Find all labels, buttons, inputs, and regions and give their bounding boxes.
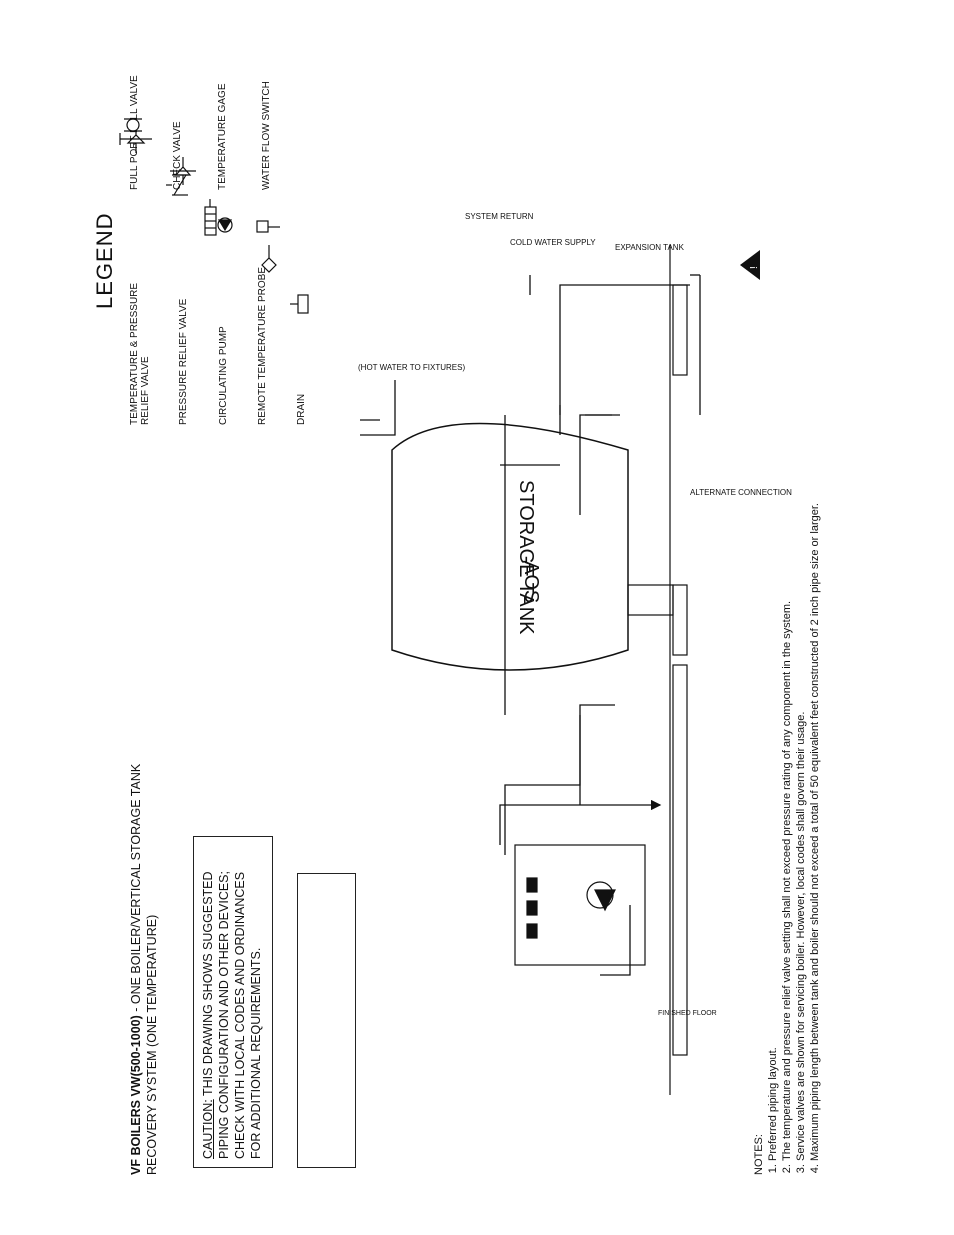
storage-tank: AOS STORAGE TANK <box>391 422 629 671</box>
tank-pad <box>672 584 688 656</box>
finished-floor-label: FINISHED FLOOR <box>658 1010 717 1017</box>
tank-label-storage: STORAGE TANK <box>515 480 537 635</box>
alternate-connection-label: ALTERNATE CONNECTION <box>690 488 792 497</box>
cold-water-label: COLD WATER SUPPLY <box>510 238 596 247</box>
drain-icon <box>290 294 309 314</box>
expansion-pad <box>672 284 688 376</box>
ball-valve-icon <box>124 118 142 132</box>
temp-gage-icon <box>204 199 217 236</box>
expansion-tank-label: EXPANSION TANK <box>615 243 685 252</box>
warning-icon: ! <box>740 250 760 280</box>
system-return-label: SYSTEM RETURN <box>465 212 534 221</box>
check-valve-icon <box>166 174 188 196</box>
tank-stand <box>627 584 674 616</box>
boiler <box>514 844 646 966</box>
boiler-pad <box>672 664 688 1056</box>
svg-text:!: ! <box>749 266 760 269</box>
flow-switch-icon <box>256 220 280 233</box>
remote-temp-probe-icon <box>261 245 277 273</box>
hot-water-label: (HOT WATER TO FIXTURES) <box>358 363 465 372</box>
tank-label-aos: AOS <box>520 561 542 603</box>
circulating-pump-icon <box>217 217 233 233</box>
